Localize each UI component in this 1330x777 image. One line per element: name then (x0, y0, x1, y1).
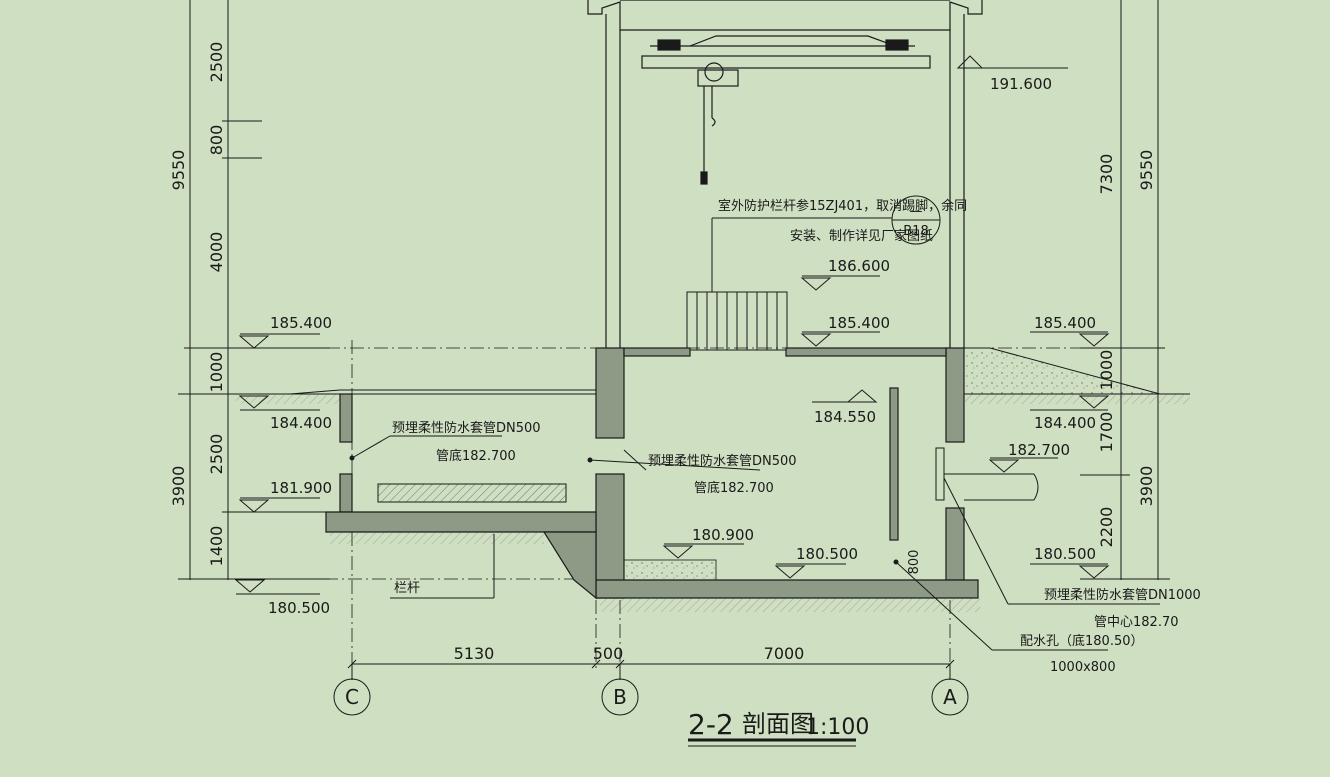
sleeve-mid-line1: 预埋柔性防水套管DN500 (648, 453, 797, 469)
axis-c: C (345, 685, 359, 709)
level-crane-rail: 191.600 (990, 75, 1052, 93)
left-ground-slope (289, 389, 597, 395)
sleeve-right-line1: 预埋柔性防水套管DN1000 (1044, 587, 1201, 603)
dim-right-3900: 3900 (1137, 466, 1156, 507)
dim-left-800: 800 (207, 125, 226, 156)
main-pump-pit-walls (595, 347, 979, 599)
level-pit-left: 181.900 (270, 479, 332, 497)
axis-bubbles (333, 678, 969, 716)
axis-a: A (943, 685, 957, 709)
level-pipe-center-right: 182.700 (1008, 441, 1070, 459)
dim-right-9550: 9550 (1137, 150, 1156, 191)
level-floor-sump: 180.900 (692, 526, 754, 544)
annotation-leaders (349, 435, 1160, 651)
bottom-dimension-line (347, 659, 955, 680)
level-roof-top-mid: 185.400 (828, 314, 890, 332)
level-floor-main: 180.500 (796, 545, 858, 563)
dim-800-small: 800 (907, 550, 922, 575)
dim-right-7300: 7300 (1097, 154, 1116, 195)
dim-left-9550: 9550 (169, 150, 188, 191)
left-channel (325, 393, 597, 600)
sleeve-left-line1: 预埋柔性防水套管DN500 (392, 420, 541, 436)
ground-hatch-leftside (236, 394, 340, 404)
level-railing-top: 186.600 (828, 257, 890, 275)
right-embankment (963, 347, 1161, 395)
dim-5130: 5130 (454, 644, 495, 663)
railing-note-line1: 室外防护栏杆参15ZJ401，取消踢脚，余同 (718, 198, 967, 214)
dim-left-1000: 1000 (207, 352, 226, 393)
drain-opening-line1: 配水孔（底180.50） (1020, 633, 1144, 649)
level-ground-left: 184.400 (270, 414, 332, 432)
railing-note-line2: 安装、制作详见厂家图纸 (790, 228, 933, 244)
level-roof-left: 185.400 (270, 314, 332, 332)
railing-note-leader (711, 195, 941, 292)
drawing-scale: 1:100 (806, 715, 869, 740)
dim-right-1700: 1700 (1097, 412, 1116, 453)
dim-left-4000: 4000 (207, 232, 226, 273)
drain-opening-line2: 1000x800 (1050, 660, 1116, 675)
detail-callout-top: — (910, 204, 923, 219)
drawing-title-number: 2-2 (688, 708, 734, 741)
level-platform: 184.550 (814, 408, 876, 426)
level-floor-left: 180.500 (268, 599, 330, 617)
level-markers (234, 275, 1110, 595)
crane-level-marker (956, 55, 1068, 69)
drawing-title-name: 剖面图 (742, 710, 814, 738)
level-floor-right: 180.500 (1034, 545, 1096, 563)
sump-fill (623, 559, 717, 581)
superstructure (587, 0, 983, 348)
right-pipe-dn1000 (935, 447, 1039, 501)
roof-railing (686, 291, 788, 351)
right-dimension-lines (1080, 0, 1190, 580)
level-roof-right: 185.400 (1034, 314, 1096, 332)
axis-b: B (613, 685, 627, 709)
dim-7000: 7000 (764, 644, 805, 663)
sleeve-mid-line2: 管底182.700 (694, 480, 774, 496)
dim-left-2500-top: 2500 (207, 42, 226, 83)
title-underline (688, 738, 856, 747)
ground-hatch-right (964, 394, 1190, 404)
ground-hatch-left (330, 532, 544, 544)
railing-label: 栏杆 (394, 581, 420, 596)
left-slab-hatch (377, 483, 567, 503)
dim-left-1400: 1400 (207, 526, 226, 567)
level-ground-right: 184.400 (1034, 414, 1096, 432)
dim-right-2200: 2200 (1097, 507, 1116, 548)
dim-left-2500-mid: 2500 (207, 434, 226, 475)
dim-left-3900: 3900 (169, 466, 188, 507)
ground-hatch-bottom (600, 598, 980, 612)
detail-callout-bottom: B18 (903, 224, 928, 239)
sleeve-left-line2: 管底182.700 (436, 448, 516, 464)
dim-500: 500 (593, 644, 624, 663)
sleeve-right-line2: 管中心182.70 (1094, 615, 1179, 630)
